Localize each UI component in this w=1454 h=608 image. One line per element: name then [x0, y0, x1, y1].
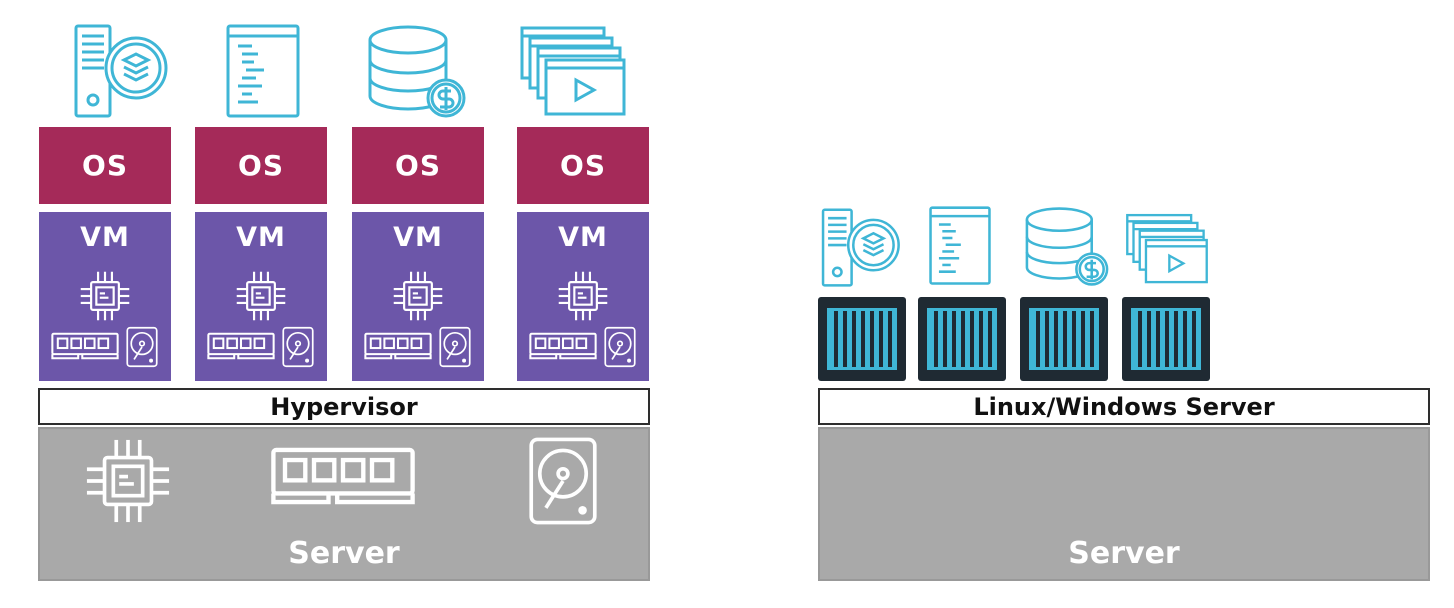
os-block-3: OS	[352, 127, 484, 204]
container-icon	[1029, 308, 1099, 370]
vm-label: VM	[80, 222, 130, 253]
cpu-icon	[557, 270, 609, 322]
os-block-4: OS	[517, 127, 649, 204]
cpu-icon	[84, 437, 172, 525]
vm-label: VM	[236, 222, 286, 253]
hypervisor-label: Hypervisor	[270, 392, 418, 421]
vm-block-4: VM	[517, 212, 649, 381]
hypervisor-layer: Hypervisor	[38, 388, 650, 425]
ram-icon	[51, 332, 119, 360]
os-label: OS	[238, 149, 284, 182]
container-icon	[1131, 308, 1201, 370]
vm-block-2: VM	[195, 212, 327, 381]
os-block-1: OS	[39, 127, 171, 204]
server-label: Server	[1068, 536, 1180, 571]
database-billing-icon	[1020, 206, 1114, 287]
hard-disk-icon	[526, 437, 600, 525]
physical-server-left: Server	[38, 427, 650, 581]
hard-disk-icon	[281, 326, 315, 368]
server-label: Server	[288, 536, 400, 571]
database-server-icon	[818, 208, 902, 288]
os-label: OS	[395, 149, 441, 182]
cpu-icon	[392, 270, 444, 322]
code-document-icon	[922, 206, 998, 286]
physical-server-right: Server	[818, 427, 1430, 581]
host-os-label: Linux/Windows Server	[973, 392, 1275, 421]
ram-icon	[364, 332, 432, 360]
container-icon	[927, 308, 997, 370]
database-server-icon	[70, 24, 170, 119]
os-block-2: OS	[195, 127, 327, 204]
cpu-icon	[79, 270, 131, 322]
database-billing-icon	[362, 24, 472, 119]
vm-block-3: VM	[352, 212, 484, 381]
hard-disk-icon	[438, 326, 472, 368]
vm-block-1: VM	[39, 212, 171, 381]
ram-icon	[529, 332, 597, 360]
hard-disk-icon	[603, 326, 637, 368]
container-2	[918, 297, 1006, 381]
video-windows-icon	[1124, 212, 1210, 286]
video-windows-icon	[518, 24, 628, 119]
container-3	[1020, 297, 1108, 381]
ram-icon	[270, 447, 416, 505]
container-4	[1122, 297, 1210, 381]
ram-icon	[207, 332, 275, 360]
vm-label: VM	[393, 222, 443, 253]
hard-disk-icon	[125, 326, 159, 368]
os-label: OS	[560, 149, 606, 182]
os-label: OS	[82, 149, 128, 182]
code-document-icon	[218, 24, 308, 119]
vm-label: VM	[558, 222, 608, 253]
container-icon	[827, 308, 897, 370]
cpu-icon	[235, 270, 287, 322]
host-os-layer: Linux/Windows Server	[818, 388, 1430, 425]
container-1	[818, 297, 906, 381]
